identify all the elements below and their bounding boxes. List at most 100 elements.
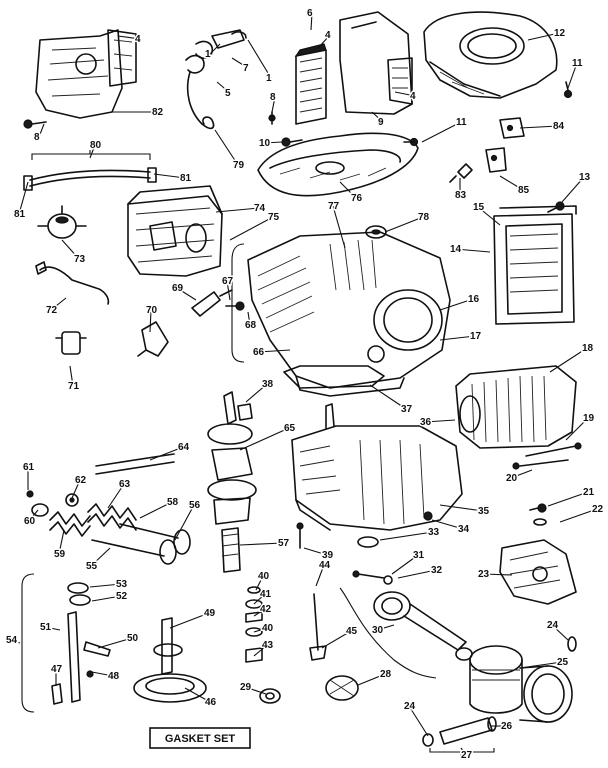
callout-leader-43 (253, 644, 268, 657)
callout-leader-80 (89, 144, 96, 159)
washer-61 (26, 490, 34, 498)
governor-23 (499, 539, 577, 605)
part-callout-17: 17 (470, 331, 482, 342)
callout-leader-21 (547, 491, 589, 507)
callout-leader-81 (153, 173, 186, 179)
part-callout-24: 24 (404, 701, 416, 712)
callout-leader-55 (90, 547, 111, 567)
part-callout-55: 55 (86, 561, 98, 572)
screw-11-top (563, 81, 573, 99)
callout-leader-8 (271, 96, 276, 113)
washer-22 (533, 518, 547, 526)
group-bracket-75 (231, 243, 245, 363)
callout-leader-33 (379, 531, 434, 541)
blower-housing-12 (423, 11, 558, 99)
callout-leader-41 (253, 593, 266, 605)
part-callout-31: 31 (413, 550, 425, 561)
cylinder-assembly-77 (247, 231, 451, 397)
callout-leader-4 (317, 34, 331, 49)
callout-leader-1 (209, 43, 221, 55)
callout-leader-72 (50, 297, 67, 311)
screw-8-middle (268, 111, 276, 125)
callout-leader-49 (169, 612, 210, 629)
base-plate-76 (257, 132, 419, 197)
callout-leader-11 (421, 121, 462, 143)
part-callout-18: 18 (582, 343, 594, 354)
part-callout-19: 19 (583, 413, 595, 424)
part-callout-53: 53 (116, 579, 128, 590)
part-callout-54: 54 (6, 635, 18, 646)
callout-leader-68 (247, 311, 251, 326)
callout-leader-60 (28, 509, 39, 522)
callout-leader-5 (216, 81, 231, 94)
valve-55 (91, 539, 177, 565)
callout-leader-48 (91, 671, 114, 677)
part-callout-49: 49 (204, 608, 216, 619)
connecting-rod-30 (339, 587, 473, 679)
callout-leader-40 (253, 627, 268, 633)
callout-leader-71 (69, 365, 74, 387)
part-callout-23: 23 (478, 569, 490, 580)
part-callout-39: 39 (322, 550, 334, 561)
callout-leader-64 (149, 446, 184, 461)
part-callout-24: 24 (547, 620, 559, 631)
part-callout-71: 71 (68, 381, 80, 392)
part-callout-65: 65 (284, 423, 296, 434)
part-callout-82: 82 (152, 107, 164, 118)
plug-83 (449, 163, 473, 183)
pin-38 (237, 403, 253, 421)
part-callout-48: 48 (108, 671, 120, 682)
pushrods-64 (95, 453, 175, 475)
part-callout-68: 68 (245, 320, 257, 331)
part-callout-50: 50 (127, 633, 139, 644)
part-callout-21: 21 (583, 487, 595, 498)
part-callout-36: 36 (420, 417, 432, 428)
washer-32 (383, 575, 393, 585)
clip-parts-5-7-1 (185, 29, 247, 74)
callout-leader-4 (117, 35, 141, 40)
part-callout-12: 12 (554, 28, 566, 39)
callout-leader-38 (245, 383, 268, 403)
part-callout-66: 66 (253, 347, 265, 358)
callout-leader-57 (239, 542, 284, 546)
callout-leader-32 (397, 569, 437, 579)
callout-leader-22 (559, 508, 598, 523)
valve-58 (119, 523, 191, 555)
part-callout-34: 34 (458, 524, 470, 535)
part-callout-7: 7 (243, 63, 249, 74)
gear-28 (325, 675, 359, 701)
elbow-70 (137, 321, 169, 357)
gasket-37 (283, 365, 385, 389)
part-callout-73: 73 (74, 254, 86, 265)
callout-leader-35 (439, 504, 484, 512)
part-callout-61: 61 (23, 462, 35, 473)
bolt-19 (525, 442, 582, 457)
part-callout-37: 37 (401, 404, 413, 415)
part-callout-25: 25 (557, 657, 569, 668)
part-callout-6: 6 (307, 8, 313, 19)
callout-leader-58 (139, 501, 173, 519)
callout-leader-9 (371, 111, 384, 123)
governor-49 (153, 617, 183, 675)
pin-26 (439, 716, 497, 745)
bracket-85 (485, 147, 507, 173)
callout-leader-37 (369, 384, 407, 410)
fitting-71 (55, 331, 87, 355)
part-callout-81: 81 (14, 209, 26, 220)
part-callout-35: 35 (478, 506, 490, 517)
part-callout-44: 44 (319, 560, 331, 571)
ring-24-right (567, 636, 577, 652)
callout-leader-17 (439, 335, 476, 341)
callout-leader-13 (561, 176, 585, 203)
screw-68 (225, 301, 245, 311)
valve-group-54 (51, 582, 111, 705)
part-callout-32: 32 (431, 565, 443, 576)
gasket-set-box (149, 727, 251, 749)
callout-leader-4 (394, 91, 416, 97)
dipstick-44 (309, 593, 327, 661)
part-callout-20: 20 (506, 473, 518, 484)
washer-29 (259, 688, 281, 704)
gasket-set-kit: GASKET SET (149, 727, 251, 749)
callout-leader-23 (482, 573, 513, 576)
